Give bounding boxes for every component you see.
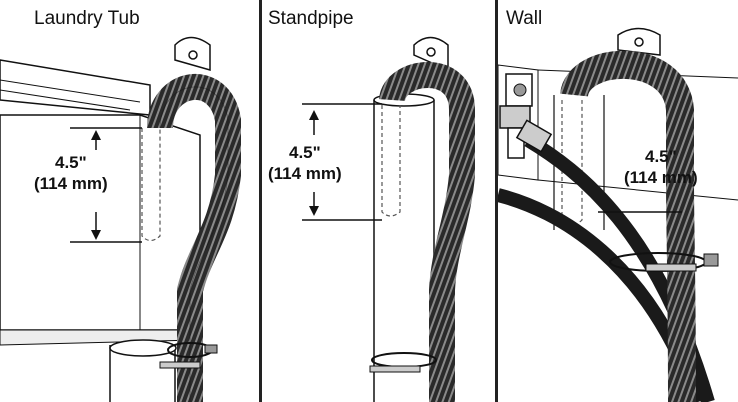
laundry-tub-panel: Laundry Tub 4.5" (114 mm) [0, 0, 259, 402]
standpipe-illustration [302, 36, 475, 402]
panel-title: Standpipe [268, 8, 354, 29]
wall-illustration [498, 27, 738, 402]
height-metric: (114 mm) [268, 164, 342, 183]
height-label: 4.5" (114 mm) [268, 142, 342, 184]
height-inches: 4.5" [55, 153, 87, 172]
wall-panel: Wall 4.5" (114 mm) [498, 0, 738, 402]
panel-title: Wall [506, 8, 543, 29]
height-metric: (114 mm) [624, 168, 698, 187]
laundry-tub-illustration [0, 36, 241, 402]
standpipe-panel: Standpipe 4.5" (114 mm) [262, 0, 495, 402]
height-inches: 4.5" [645, 147, 677, 166]
panel-title: Laundry Tub [34, 8, 140, 29]
panel-divider [259, 0, 262, 402]
height-label: 4.5" (114 mm) [624, 146, 698, 188]
panel-divider [495, 0, 498, 402]
height-label: 4.5" (114 mm) [34, 152, 108, 194]
height-inches: 4.5" [289, 143, 321, 162]
height-metric: (114 mm) [34, 174, 108, 193]
